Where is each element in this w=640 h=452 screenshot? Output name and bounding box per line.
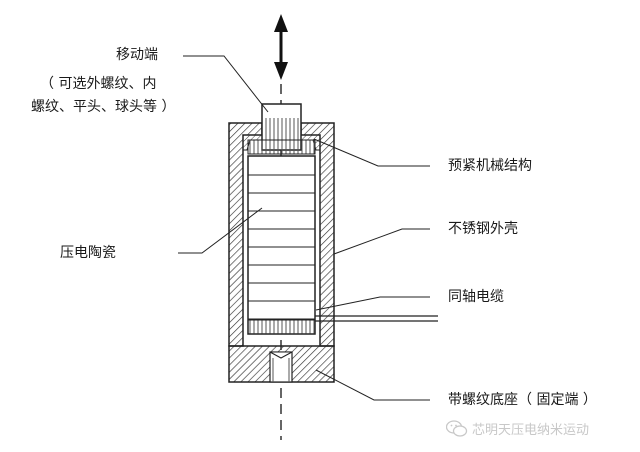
preload-mechanism xyxy=(242,134,321,155)
moving-end-options-line1: （ 可选外螺纹、内 xyxy=(40,76,157,92)
wechat-icon xyxy=(446,420,468,437)
watermark-text: 芯明天压电纳米运动 xyxy=(472,423,590,438)
coax-cable xyxy=(315,315,438,322)
moving-end-title: 移动端 xyxy=(116,47,158,63)
leader-lines xyxy=(178,55,430,401)
coax-label: 同轴电缆 xyxy=(448,289,504,305)
stainless-label: 不锈钢外壳 xyxy=(448,221,518,237)
motion-arrow xyxy=(274,14,288,80)
moving-end-options-line2: 螺纹、平头、球头等 ） xyxy=(31,99,176,115)
base-label: 带螺纹底座（ 固定端 ） xyxy=(448,392,597,408)
preload-label: 预紧机械结构 xyxy=(448,158,532,174)
threaded-base xyxy=(228,345,335,383)
piezo-stack xyxy=(247,155,316,335)
ceramic-label: 压电陶瓷 xyxy=(60,245,116,261)
